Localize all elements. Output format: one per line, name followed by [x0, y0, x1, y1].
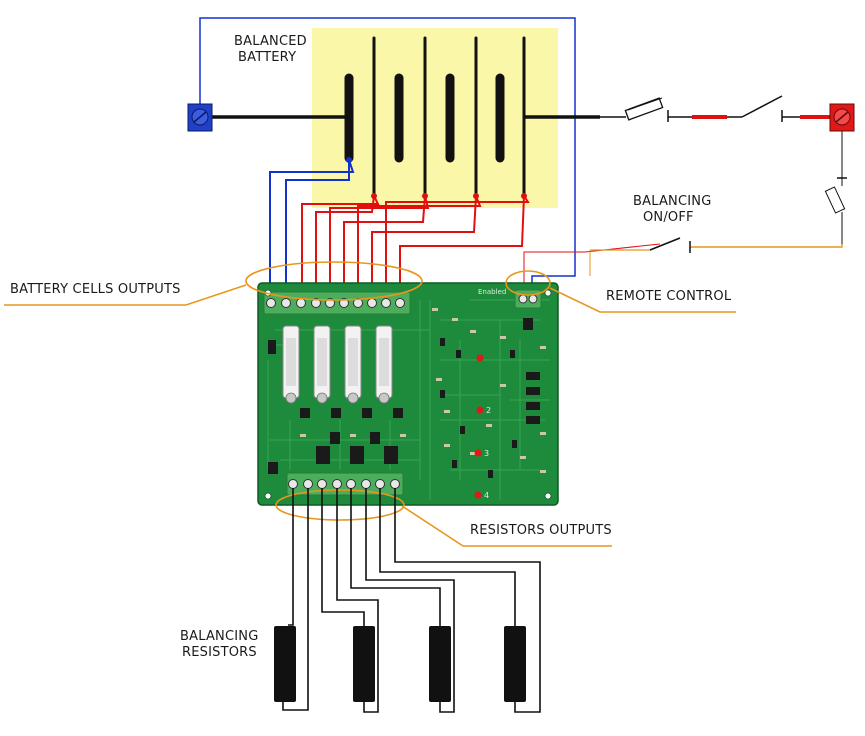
remote-control-return-wire	[523, 243, 661, 292]
annotations	[4, 261, 736, 547]
cell-outputs-callout-ellipse	[245, 261, 423, 301]
control-fuse	[824, 178, 846, 244]
resistors-outputs-label: RESISTORS OUTPUTS	[470, 523, 612, 538]
balancing-onoff-label-line2: ON/OFF	[643, 210, 694, 225]
balancing-resistor-1	[274, 626, 296, 702]
pcb-enabled-label: Enabled	[478, 288, 506, 296]
balancing-resistors-label-line2: RESISTORS	[182, 645, 257, 660]
balancing-resistor-2	[353, 626, 375, 702]
pcb-small-parts	[300, 308, 546, 473]
cell-tap-nodes	[346, 157, 527, 199]
resistor-outputs-leader	[401, 505, 612, 547]
pcb-status-leds	[474, 354, 484, 499]
pcb-channel-2-label: 2	[486, 406, 491, 415]
balancing-onoff-wire	[690, 244, 843, 248]
pcb-channel-3-label: 3	[484, 449, 489, 458]
remote-control-leader	[549, 287, 736, 313]
cell-outputs-screws	[266, 298, 405, 308]
remote-control-label: REMOTE CONTROL	[606, 289, 732, 304]
balancing-onoff-label-line1: BALANCING	[633, 194, 711, 209]
battery-plates	[344, 36, 526, 198]
pcb-fuses	[282, 325, 393, 404]
battery-cells-outputs-label: BATTERY CELLS OUTPUTS	[10, 282, 181, 297]
cell-tap-wires	[269, 159, 530, 300]
remote-control-loop-wire	[199, 17, 576, 292]
pcb-channel-4-label: 4	[484, 491, 489, 500]
remote-control-callout-ellipse	[505, 270, 551, 296]
cell-outputs-leader	[4, 284, 247, 306]
resistor-outputs-terminal-block	[286, 472, 404, 496]
fuse	[600, 97, 664, 121]
balancing-resistors	[274, 626, 526, 702]
balancing-onoff-switch	[649, 237, 681, 251]
negative-terminal-icon	[187, 103, 213, 132]
main-switch	[741, 95, 783, 118]
pcb-components	[268, 318, 540, 478]
positive-terminal-icon	[829, 103, 855, 132]
resistor-wires	[282, 488, 541, 713]
balancer-pcb: Enabled	[257, 282, 559, 506]
balanced-battery-label-line2: BATTERY	[238, 50, 296, 65]
resistor-outputs-callout-ellipse	[275, 489, 405, 521]
balancing-resistor-3	[429, 626, 451, 702]
balancing-resistor-4	[504, 626, 526, 702]
balanced-battery-label-line1: BALANCED	[234, 34, 307, 49]
balancing-resistors-label-line1: BALANCING	[180, 629, 258, 644]
